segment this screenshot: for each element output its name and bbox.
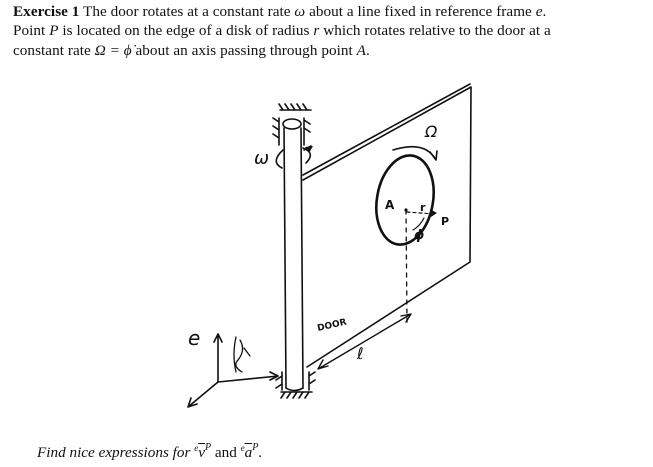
radius-symbol: r — [313, 22, 320, 40]
line2-text-c: which rotates relative to the door at a — [323, 22, 551, 40]
velocity-symbol: v — [198, 444, 205, 461]
axis-point-symbol: A — [356, 41, 366, 59]
door-top-edge — [302, 83, 471, 176]
acceleration-expression: eaP — [240, 442, 259, 461]
question-end: . — [258, 444, 263, 461]
velocity-expression: evP — [194, 442, 212, 461]
line3-end: . — [365, 41, 370, 59]
line3-text-b: about an axis passing through point — [135, 41, 353, 59]
frame-axis-horizontal — [217, 371, 279, 383]
problem-line-3: constant rate Ω = ϕ̇ about an axis passi… — [13, 41, 641, 60]
point-P-label: P — [441, 215, 449, 228]
length-label: ℓ — [356, 344, 364, 363]
Omega-arrow — [392, 145, 438, 161]
top-bearing — [272, 103, 312, 146]
omega-arrow — [275, 145, 312, 169]
shaft — [283, 127, 304, 389]
point-A-dot — [404, 208, 408, 212]
acceleration-frame-superscript: e — [240, 443, 245, 453]
problem-line-1: Exercise 1 The door rotates at a constan… — [13, 2, 641, 21]
point-symbol: P — [49, 22, 59, 40]
r-label: r — [420, 201, 426, 214]
radius-arrowhead — [430, 209, 437, 217]
disk — [375, 154, 435, 246]
door-panel — [302, 86, 472, 368]
phi-arc — [412, 217, 425, 231]
acceleration-point-superscript: P — [252, 442, 259, 453]
acceleration-symbol: a — [244, 444, 253, 461]
line2-text-a: Point — [13, 22, 46, 40]
line1-end: . — [542, 3, 547, 20]
line1-text-a: The door rotates at a constant rate — [83, 3, 291, 20]
shaft-bottom — [285, 387, 304, 392]
velocity-point-superscript: P — [204, 442, 212, 453]
length-dimension — [317, 313, 412, 370]
point-A-label: A — [385, 198, 395, 212]
exercise-label: Exercise 1 — [13, 3, 80, 20]
line2-text-b: is located on the edge of a disk of radi… — [62, 22, 310, 40]
omega-arrowhead — [305, 146, 313, 153]
question-and-text: and — [214, 444, 237, 461]
Omega-label: Ω — [424, 122, 438, 141]
frame-axis-vertical — [213, 333, 223, 383]
rate-equation: Ω = ϕ̇ — [94, 41, 132, 59]
velocity-frame-superscript: e — [194, 443, 199, 453]
line3-text-a: constant rate — [13, 41, 91, 59]
bottom-bearing — [275, 371, 316, 399]
radius-line — [406, 211, 435, 215]
problem-line-2: Point P is located on the edge of a disk… — [13, 21, 641, 40]
line1-text-b: about a line fixed in reference frame — [309, 3, 532, 20]
frame-axis-diagonal — [187, 381, 219, 408]
question-find-text: Find nice expressions for — [37, 444, 191, 461]
door-label: DOOR — [316, 317, 347, 333]
omega-symbol: ω — [294, 3, 306, 20]
shaft-top — [282, 118, 302, 130]
problem-statement: Exercise 1 The door rotates at a constan… — [13, 2, 641, 60]
frame-hatch-symbol — [233, 336, 251, 373]
frame-symbol: e — [535, 3, 543, 20]
question-line: Find nice expressions for evP and eaP. — [37, 438, 262, 463]
phi-label: ϕ — [414, 228, 424, 243]
frame-label: e — [188, 326, 200, 350]
omega-label: ω — [254, 148, 269, 169]
axis-dashed-line — [405, 209, 408, 323]
